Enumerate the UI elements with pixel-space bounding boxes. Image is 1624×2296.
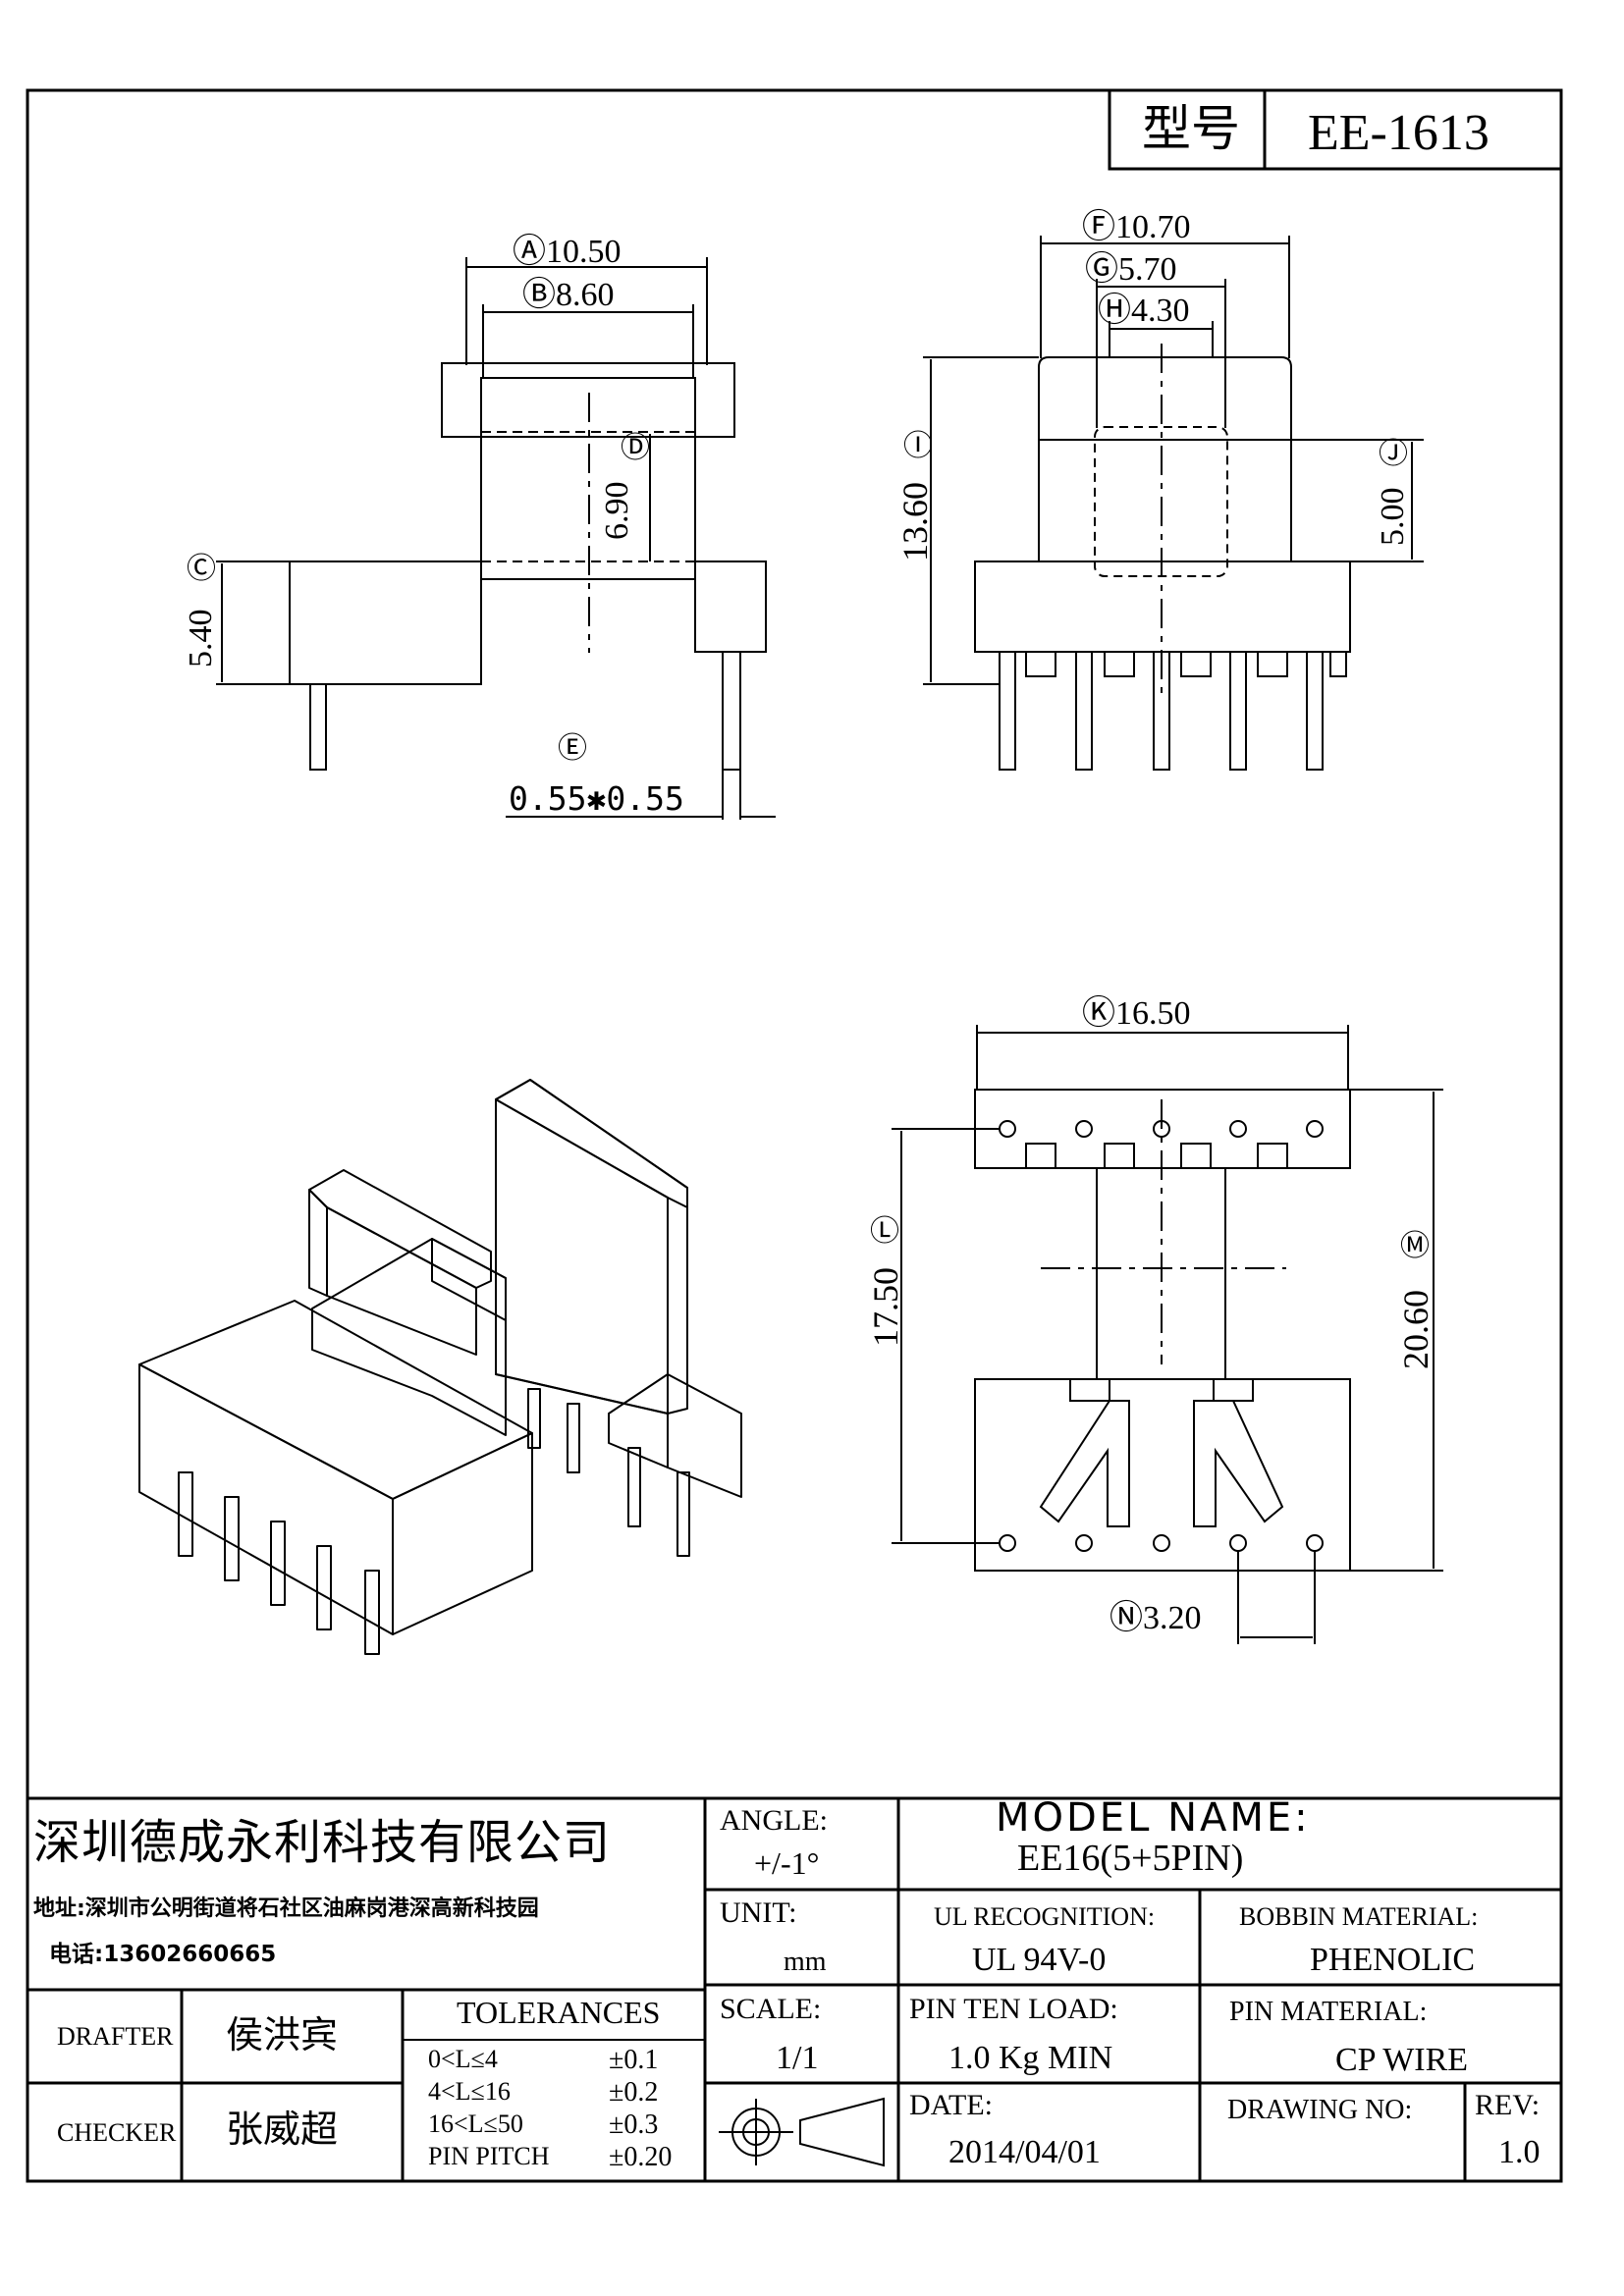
- dim-c-label: Ⓒ: [187, 553, 216, 585]
- dim-d-value: 6.90: [599, 481, 635, 541]
- ul-value: UL 94V-0: [972, 1942, 1107, 1978]
- dim-l-label: Ⓛ: [870, 1215, 899, 1248]
- dim-d-label: Ⓓ: [621, 432, 650, 464]
- dim-n-label: Ⓝ3.20: [1110, 1600, 1202, 1636]
- dim-f-label: Ⓕ10.70: [1082, 209, 1191, 245]
- dim-m-label: Ⓜ: [1400, 1230, 1430, 1262]
- bottom-view: [892, 1025, 1443, 1644]
- rev-value: 1.0: [1498, 2134, 1541, 2170]
- company-phone: 电话:13602660665: [49, 1942, 277, 1967]
- dim-l-value: 17.50: [866, 1267, 905, 1347]
- date-label: DATE:: [909, 2089, 993, 2121]
- dim-e-label: Ⓔ: [558, 732, 587, 765]
- dim-b-label: Ⓑ8.60: [522, 277, 615, 313]
- dim-i-label: Ⓘ: [903, 430, 933, 462]
- ul-label: UL RECOGNITION:: [934, 1902, 1156, 1931]
- front-view: [923, 236, 1424, 771]
- pin-load-value: 1.0 Kg MIN: [948, 2040, 1113, 2076]
- scale-value: 1/1: [776, 2040, 819, 2076]
- sheet-border: [26, 88, 1563, 2183]
- rev-label: REV:: [1475, 2089, 1541, 2121]
- tolerance-range: 0<L≤4: [428, 2045, 498, 2073]
- dim-g-label: Ⓖ5.70: [1085, 251, 1177, 288]
- tolerance-value: ±0.20: [609, 2142, 673, 2172]
- bobbin-material-label: BOBBIN MATERIAL:: [1239, 1902, 1479, 1931]
- bobbin-material-value: PHENOLIC: [1310, 1942, 1476, 1978]
- dim-j-label: Ⓙ: [1379, 438, 1408, 470]
- tolerance-value: ±0.2: [609, 2077, 659, 2108]
- dim-e-value: 0.55✱0.55: [509, 779, 684, 818]
- unit-value: mm: [784, 1947, 827, 1977]
- tolerances-label: TOLERANCES: [457, 1995, 661, 2030]
- unit-label: UNIT:: [720, 1896, 797, 1929]
- dim-a-label: Ⓐ10.50: [513, 234, 622, 270]
- company-name: 深圳德成永利科技有限公司: [33, 1815, 612, 1870]
- title-block-grid: [27, 1796, 1561, 2181]
- dim-h-label: Ⓗ4.30: [1098, 293, 1190, 329]
- tolerance-range: 4<L≤16: [428, 2077, 511, 2106]
- angle-value: +/-1°: [754, 1845, 820, 1881]
- projection-symbol: [719, 2097, 885, 2167]
- drafter-label: DRAFTER: [57, 2022, 174, 2051]
- pin-material-value: CP WIRE: [1335, 2042, 1469, 2078]
- dim-j-value: 5.00: [1375, 487, 1411, 547]
- isometric-view: [138, 1079, 742, 1655]
- checker-name: 张威超: [226, 2108, 339, 2151]
- dim-i-value: 13.60: [895, 482, 935, 561]
- bottom-view-slots: [1025, 1143, 1288, 1402]
- pin-material-label: PIN MATERIAL:: [1229, 1997, 1428, 2027]
- tolerance-range: 16<L≤50: [428, 2109, 523, 2138]
- tolerance-value: ±0.3: [609, 2109, 659, 2140]
- scale-label: SCALE:: [720, 1993, 822, 2025]
- bottom-view-pin-holes: [999, 1120, 1324, 1552]
- drawing-no-label: DRAWING NO:: [1227, 2095, 1413, 2125]
- side-view: [216, 257, 776, 820]
- tolerance-value: ±0.1: [609, 2045, 659, 2075]
- angle-label: ANGLE:: [720, 1804, 828, 1837]
- model-number: EE-1613: [1308, 105, 1489, 161]
- company-address: 地址:深圳市公明街道将石社区油麻岗港深高新科技园: [33, 1896, 539, 1921]
- drafter-name: 侯洪宾: [226, 2013, 339, 2056]
- tolerance-range: PIN PITCH: [428, 2142, 550, 2170]
- dim-c-value: 5.40: [183, 609, 219, 668]
- model-label: 型号: [1142, 100, 1240, 157]
- iso-back-pins: [527, 1388, 690, 1557]
- model-name-label: MODEL NAME:: [996, 1795, 1311, 1841]
- model-header-box: [1108, 90, 1561, 171]
- dim-m-value: 20.60: [1396, 1290, 1435, 1369]
- iso-front-pins: [178, 1471, 380, 1655]
- model-name-value: EE16(5+5PIN): [1017, 1838, 1244, 1879]
- checker-label: CHECKER: [57, 2118, 177, 2147]
- dim-k-label: Ⓚ16.50: [1082, 995, 1191, 1032]
- date-value: 2014/04/01: [948, 2134, 1101, 2170]
- front-view-pins: [999, 651, 1347, 771]
- pin-load-label: PIN TEN LOAD:: [909, 1993, 1118, 2025]
